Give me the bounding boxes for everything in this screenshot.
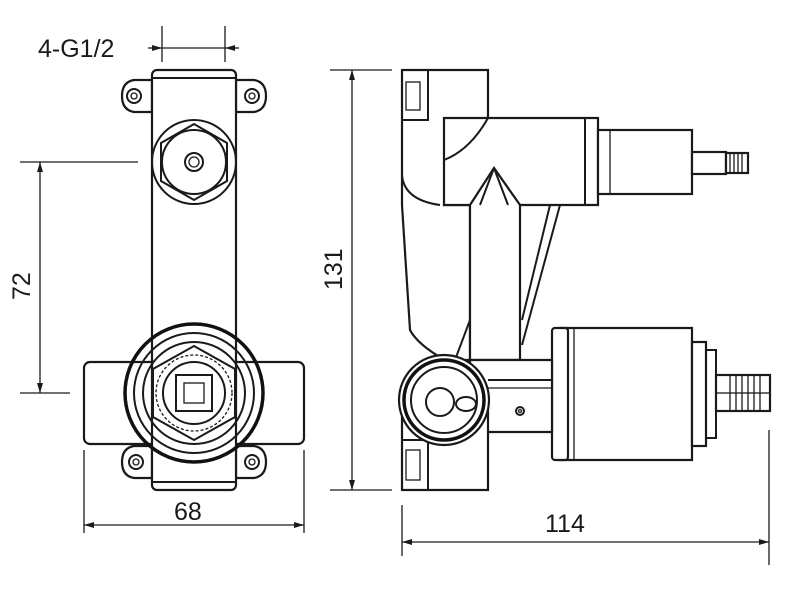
front-view — [82, 68, 306, 492]
mounting-ear-top-left — [120, 78, 154, 114]
dimension-thread: 4-G1/2 — [38, 26, 239, 63]
upper-port — [151, 119, 237, 205]
dimension-width-front: 68 — [83, 450, 305, 533]
mounting-ear-bottom-right — [234, 444, 268, 480]
depth-label: 114 — [545, 510, 585, 538]
valve-body — [150, 68, 238, 492]
dimension-center-distance: 72 — [8, 161, 138, 394]
height-label: 131 — [320, 248, 348, 290]
mounting-ear-top-right — [234, 78, 268, 114]
side-view — [397, 68, 772, 492]
thread-label: 4-G1/2 — [38, 35, 114, 63]
dimension-height: 131 — [320, 69, 392, 491]
mounting-ear-bottom-left — [120, 444, 154, 480]
width-front-label: 68 — [174, 498, 202, 526]
dimension-depth: 114 — [401, 430, 770, 565]
center-distance-label: 72 — [8, 272, 36, 300]
lower-cartridge-port — [123, 322, 265, 464]
